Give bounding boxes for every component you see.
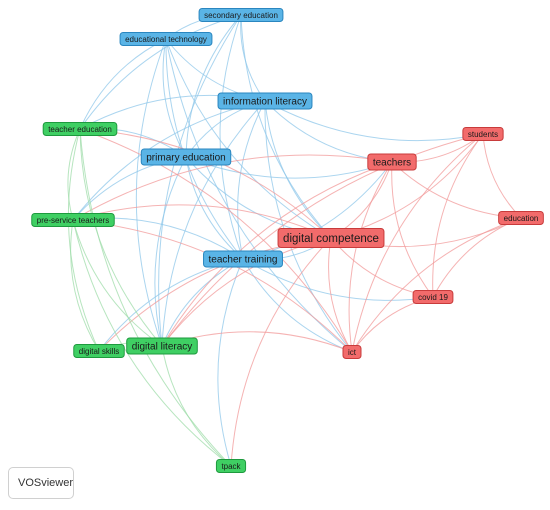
node-label: teacher training [209,255,278,266]
node-educational-technology[interactable]: educational technology [119,32,213,46]
nodes-layer: secondary education educational technolog… [31,8,544,473]
link-primary-education-digital-literacy [154,156,187,347]
node-label: ict [348,348,357,357]
link-students-digital-literacy [161,133,484,347]
link-information-literacy-students [264,100,484,142]
link-information-literacy-ict [264,100,353,353]
node-label: information literacy [223,97,307,108]
node-label: digital literacy [132,342,193,353]
node-box [498,211,544,225]
link-education-ict [351,217,522,353]
node-label: covid 19 [418,293,448,302]
node-box [217,92,313,110]
link-teacher-education-digital-skills [67,128,100,352]
node-box [203,250,283,268]
node-information-literacy[interactable]: information literacy [217,92,313,110]
node-box [342,345,362,359]
link-primary-education-teacher-training [185,156,244,260]
link-teachers-digital-literacy [161,161,393,347]
node-box [42,122,118,136]
node-teacher-education[interactable]: teacher education [42,122,118,136]
vosviewer-badge[interactable]: VOSviewer [8,467,74,499]
link-students-covid-19 [432,133,484,298]
node-label: educational technology [125,35,207,44]
links-layer [67,14,522,467]
node-digital-literacy[interactable]: digital literacy [126,337,198,355]
node-ict[interactable]: ict [342,345,362,359]
link-secondary-education-primary-education [185,14,242,158]
link-teacher-training-tpack [217,258,244,467]
link-digital-literacy-tpack [161,345,232,467]
node-secondary-education[interactable]: secondary education [198,8,284,22]
node-covid-19[interactable]: covid 19 [412,290,454,304]
link-students-education [482,133,522,219]
node-label: education [504,214,539,223]
node-label: digital competence [283,233,379,245]
node-label: pre-service teachers [37,216,109,225]
link-information-literacy-teacher-training [237,100,266,260]
link-teacher-training-covid-19 [242,258,434,301]
node-box [412,290,454,304]
link-pre-service-teachers-digital-skills [70,219,100,352]
node-label: tpack [221,462,241,471]
link-digital-competence-students [330,133,484,239]
node-digital-skills[interactable]: digital skills [73,344,125,358]
link-digital-competence-pre-service-teachers [72,204,332,239]
node-label: digital skills [79,347,119,356]
node-box [198,8,284,22]
link-digital-competence-ict [328,237,353,353]
link-secondary-education-teacher-education [79,14,242,130]
node-box [73,344,125,358]
node-digital-competence[interactable]: digital competence [277,228,385,248]
link-teacher-education-digital-literacy [79,128,163,347]
node-education[interactable]: education [498,211,544,225]
link-secondary-education-digital-literacy [158,14,242,347]
node-primary-education[interactable]: primary education [140,148,232,166]
node-label: teachers [373,158,411,169]
link-teacher-education-pre-service-teachers [67,128,81,221]
link-teachers-covid-19 [391,161,434,298]
node-box [31,213,115,227]
node-label: teacher education [48,125,112,134]
node-teachers[interactable]: teachers [367,153,417,171]
link-secondary-education-teacher-training [219,14,244,260]
link-teacher-education-tpack [79,128,232,467]
link-secondary-education-digital-competence [240,14,332,239]
node-label: students [468,130,498,139]
node-label: primary education [146,153,225,164]
link-educational-technology-information-literacy [165,38,266,102]
node-box [119,32,213,46]
link-ict-teacher-education [79,128,353,353]
node-box [277,228,385,248]
link-educational-technology-ict [165,38,353,353]
node-tpack[interactable]: tpack [215,459,247,473]
node-students[interactable]: students [462,127,504,141]
node-label: secondary education [204,11,278,20]
node-box [140,148,232,166]
link-education-covid-19 [432,217,522,298]
link-information-literacy-digital-competence [264,100,332,239]
link-pre-service-teachers-tpack [72,219,232,467]
link-information-literacy-digital-literacy [161,100,266,347]
node-pre-service-teachers[interactable]: pre-service teachers [31,213,115,227]
link-students-ict [351,133,484,353]
node-box [462,127,504,141]
node-teacher-training[interactable]: teacher training [203,250,283,268]
link-teachers-ict [348,161,393,353]
link-educational-technology-primary-education [162,38,187,158]
node-box [367,153,417,171]
link-teacher-training-ict [242,258,353,353]
link-teacher-training-digital-skills [98,258,244,352]
link-pre-service-teachers-digital-literacy [72,219,163,347]
link-secondary-education-information-literacy [240,14,266,102]
link-digital-competence-tpack [230,237,332,467]
link-educational-technology-teacher-education [79,38,167,130]
link-teachers-pre-service-teachers [72,154,393,221]
node-box [215,459,247,473]
vosviewer-logo-text: VOSviewer [18,477,74,489]
node-box [126,337,198,355]
